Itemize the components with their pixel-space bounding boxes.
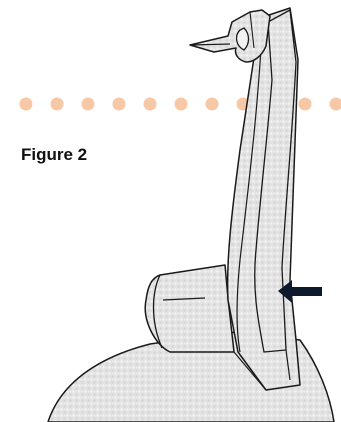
divider-dot (20, 98, 33, 111)
divider-dot (113, 98, 126, 111)
divider-dot (175, 98, 188, 111)
divider-dot (330, 98, 341, 111)
figure-caption: Figure 2 (21, 146, 87, 163)
divider-dot (299, 98, 312, 111)
divider-dot (82, 98, 95, 111)
divider-dot (206, 98, 219, 111)
origami-head-shape (190, 10, 270, 62)
divider-dot (51, 98, 64, 111)
divider-dot (144, 98, 157, 111)
